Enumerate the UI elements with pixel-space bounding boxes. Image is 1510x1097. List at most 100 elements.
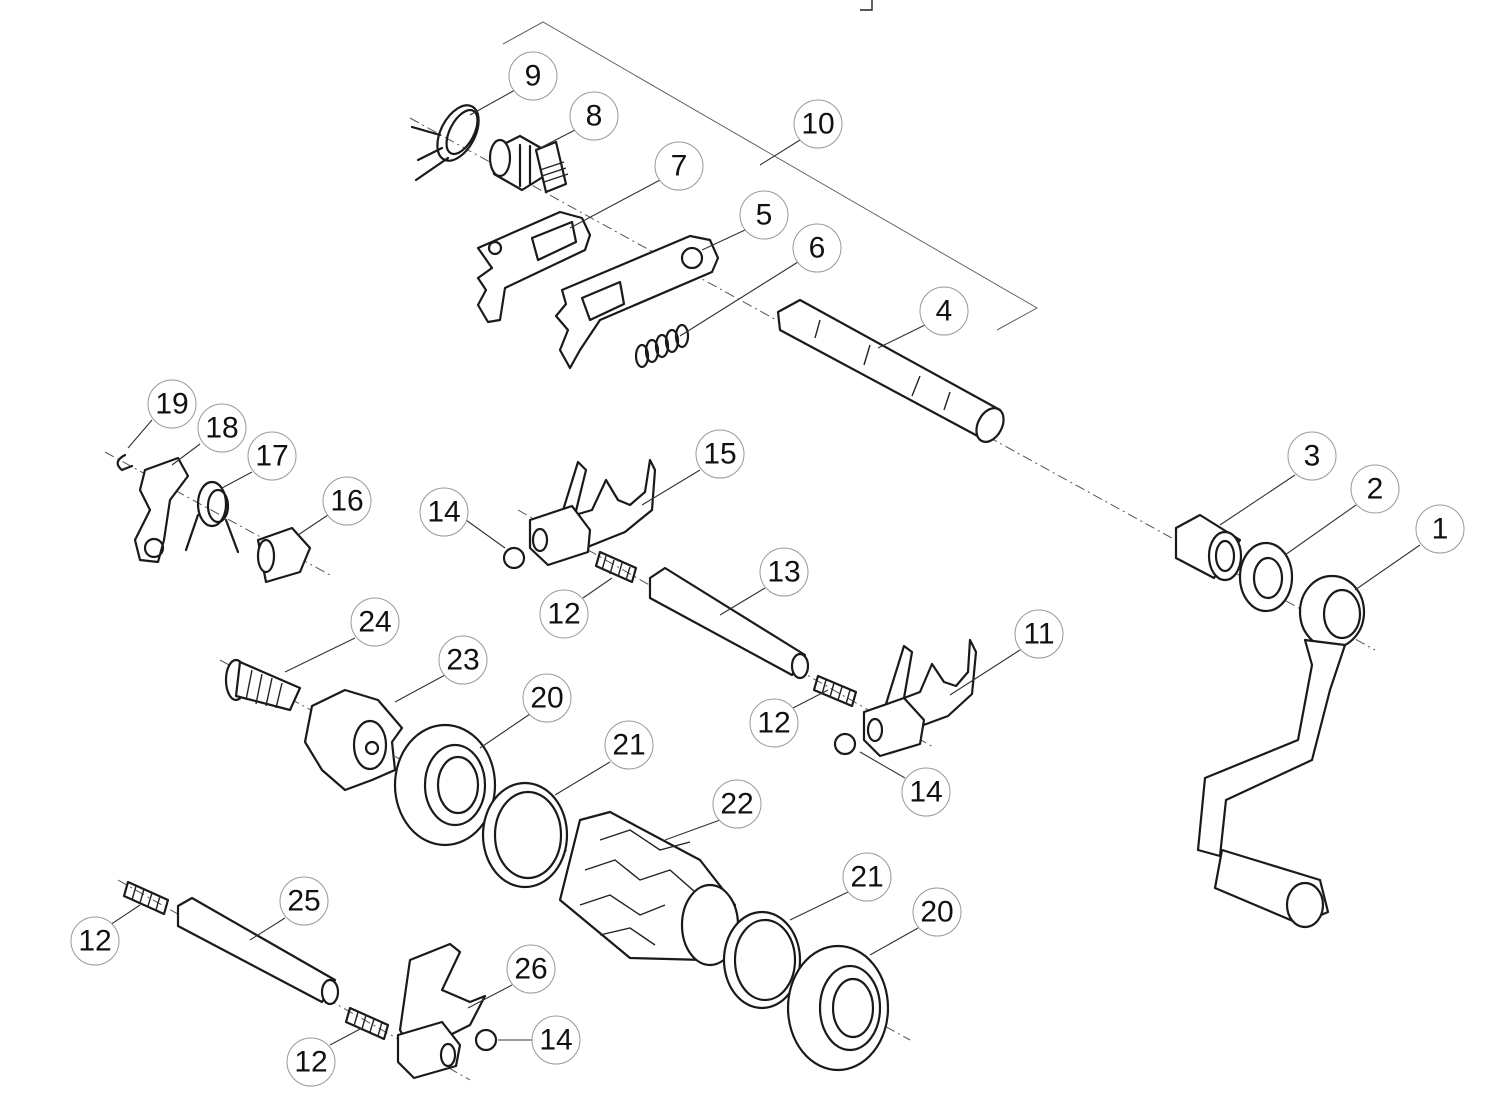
callout-19-label: 19 bbox=[155, 388, 188, 421]
part-6-spring bbox=[634, 323, 690, 369]
callout-1: 1 bbox=[1415, 504, 1465, 554]
callout-9-label: 9 bbox=[525, 60, 542, 93]
callout-21-b: 21 bbox=[842, 852, 892, 902]
part-5-plate bbox=[554, 234, 720, 370]
callout-17-label: 17 bbox=[255, 440, 288, 473]
callout-14-b: 14 bbox=[901, 767, 951, 817]
assembly-bracket bbox=[502, 21, 1039, 331]
callout-8: 8 bbox=[569, 91, 619, 141]
callout-24-label: 24 bbox=[358, 606, 391, 639]
callout-10-label: 10 bbox=[801, 108, 834, 141]
part-18-arm bbox=[133, 456, 190, 564]
callout-15: 15 bbox=[695, 429, 745, 479]
callout-14-c-label: 14 bbox=[539, 1024, 572, 1057]
callout-6: 6 bbox=[792, 223, 842, 273]
callout-18: 18 bbox=[197, 403, 247, 453]
callout-23-label: 23 bbox=[446, 644, 479, 677]
callout-12-b: 12 bbox=[749, 698, 799, 748]
part-12-spring-c bbox=[122, 880, 170, 916]
callout-13-label: 13 bbox=[767, 556, 800, 589]
callout-20-a-label: 20 bbox=[530, 682, 563, 715]
part-14-pin-top bbox=[502, 546, 526, 570]
callout-20-b-label: 20 bbox=[920, 896, 953, 929]
callout-16: 16 bbox=[322, 476, 372, 526]
callout-12-a: 12 bbox=[539, 589, 589, 639]
part-16-bolt bbox=[256, 526, 312, 584]
callout-20-b: 20 bbox=[912, 887, 962, 937]
callout-21-b-label: 21 bbox=[850, 861, 883, 894]
callout-14-c: 14 bbox=[531, 1015, 581, 1065]
callout-11-label: 11 bbox=[1023, 618, 1054, 651]
callout-16-label: 16 bbox=[330, 485, 363, 518]
part-23-star bbox=[303, 688, 404, 792]
part-11-fork bbox=[862, 638, 978, 758]
callout-4: 4 bbox=[919, 286, 969, 336]
callout-21-a-label: 21 bbox=[612, 729, 645, 762]
callout-14-a: 14 bbox=[419, 487, 469, 537]
part-14-pin-lower bbox=[474, 1028, 498, 1052]
part-21-shim-lower bbox=[722, 910, 802, 1010]
callout-12-c-label: 12 bbox=[78, 925, 111, 958]
callout-12-a-label: 12 bbox=[547, 598, 580, 631]
callout-21-a: 21 bbox=[604, 720, 654, 770]
callout-4-label: 4 bbox=[936, 295, 953, 328]
part-8-bolt bbox=[488, 134, 569, 194]
callout-12-c: 12 bbox=[70, 916, 120, 966]
callout-22: 22 bbox=[712, 779, 762, 829]
part-7-plate bbox=[476, 210, 592, 324]
part-25-rod bbox=[176, 896, 340, 1006]
callout-12-b-label: 12 bbox=[757, 707, 790, 740]
callout-12-d: 12 bbox=[286, 1037, 336, 1087]
part-12-spring-a bbox=[594, 550, 638, 584]
callout-23: 23 bbox=[438, 635, 488, 685]
callout-15-label: 15 bbox=[703, 438, 736, 471]
callout-13: 13 bbox=[759, 547, 809, 597]
callout-6-label: 6 bbox=[809, 232, 826, 265]
part-2-washer bbox=[1238, 541, 1294, 613]
part-12-spring-d bbox=[344, 1006, 390, 1041]
leader-lines bbox=[109, 89, 1421, 1046]
callout-7-label: 7 bbox=[671, 150, 688, 183]
callout-11: 11 bbox=[1014, 609, 1064, 659]
part-12-spring-b bbox=[812, 674, 858, 708]
callout-14-a-label: 14 bbox=[427, 496, 460, 529]
part-21-shim-upper bbox=[481, 781, 569, 889]
callout-8-label: 8 bbox=[586, 100, 603, 133]
part-20-bearing-lower bbox=[786, 944, 890, 1072]
callout-18-label: 18 bbox=[205, 412, 238, 445]
callout-25: 25 bbox=[279, 876, 329, 926]
part-1-lever bbox=[1196, 574, 1366, 929]
corner-mark bbox=[860, 0, 873, 11]
callout-26: 26 bbox=[506, 944, 556, 994]
callout-19: 19 bbox=[147, 379, 197, 429]
part-14-pin-middle bbox=[833, 732, 857, 756]
callout-3-label: 3 bbox=[1304, 440, 1321, 473]
callout-10: 10 bbox=[793, 99, 843, 149]
part-20-bearing-upper bbox=[393, 723, 497, 847]
callout-2: 2 bbox=[1350, 464, 1400, 514]
callout-12-d-label: 12 bbox=[294, 1046, 327, 1079]
callout-26-label: 26 bbox=[514, 953, 547, 986]
callout-25-label: 25 bbox=[287, 885, 320, 918]
part-24-bolt bbox=[224, 658, 302, 712]
callout-9: 9 bbox=[508, 51, 558, 101]
callout-20-a: 20 bbox=[522, 673, 572, 723]
callout-22-label: 22 bbox=[720, 788, 753, 821]
part-13-rod bbox=[648, 566, 810, 680]
part-4-shaft bbox=[776, 298, 1005, 443]
callout-17: 17 bbox=[247, 431, 297, 481]
callout-1-label: 1 bbox=[1432, 513, 1449, 546]
callout-5: 5 bbox=[739, 190, 789, 240]
callout-24: 24 bbox=[350, 597, 400, 647]
part-3-bushing bbox=[1174, 513, 1243, 582]
callout-14-b-label: 14 bbox=[909, 776, 942, 809]
callout-7: 7 bbox=[654, 141, 704, 191]
part-15-fork bbox=[528, 458, 657, 567]
part-22-drum bbox=[558, 810, 740, 967]
callout-5-label: 5 bbox=[756, 199, 773, 232]
part-19-clip bbox=[116, 453, 134, 472]
part-17-spring bbox=[184, 480, 240, 554]
part-26-fork bbox=[396, 942, 487, 1080]
callout-2-label: 2 bbox=[1367, 473, 1384, 506]
